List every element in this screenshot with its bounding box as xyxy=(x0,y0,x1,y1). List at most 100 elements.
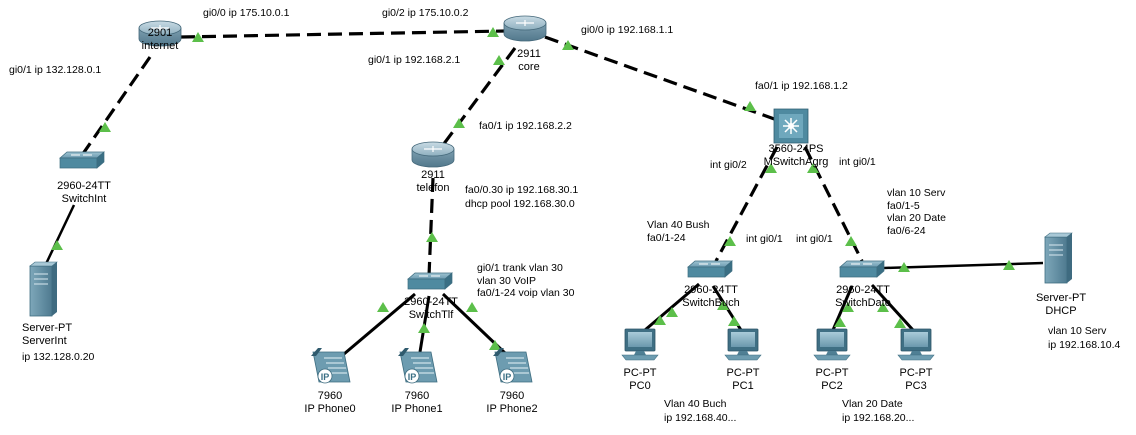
link-up-triangle xyxy=(842,302,854,312)
device-model: 2911 xyxy=(421,169,445,181)
annotation-core-gi02: gi0/2 ip 175.10.0.2 xyxy=(382,7,469,19)
ip-phone-icon[interactable] xyxy=(398,348,438,384)
annotation-switchbuch-vlan: Vlan 40 Bush fa0/1-24 xyxy=(647,219,709,244)
link-swint-srvint[interactable] xyxy=(43,204,76,267)
ip-phone-icon[interactable] xyxy=(493,348,533,384)
link-up-triangle xyxy=(717,300,729,310)
link-internet-core[interactable] xyxy=(180,29,506,39)
pc-icon[interactable] xyxy=(724,328,762,361)
device-label-ipphone2[interactable]: 7960 IP Phone2 xyxy=(482,390,542,416)
device-label-dhcp[interactable]: Server-PT DHCP xyxy=(1026,292,1096,318)
link-up-triangle xyxy=(654,315,666,325)
config-line: gi0/1 trank vlan 30 xyxy=(477,262,563,274)
link-swdate-dhcp[interactable] xyxy=(883,261,1044,270)
pc-icon[interactable] xyxy=(621,328,659,361)
link-up-triangle xyxy=(453,118,465,128)
ip-phone-icon[interactable] xyxy=(311,348,351,384)
pc-icon[interactable] xyxy=(813,328,851,361)
server-icon[interactable] xyxy=(1044,232,1073,284)
device-label-serverint[interactable]: Server-PT ServerInt xyxy=(22,322,72,348)
device-label-ipphone0[interactable]: 7960 IP Phone0 xyxy=(300,390,360,416)
device-model: PC-PT xyxy=(623,367,657,379)
device-label-telefon[interactable]: 2911 telefon xyxy=(408,169,458,195)
link-up-triangle xyxy=(99,122,111,132)
link-up-triangle xyxy=(493,55,505,65)
link-up-triangle xyxy=(765,163,777,173)
annotation-serverint-ip: ip 132.128.0.20 xyxy=(22,351,95,363)
link-up-triangle xyxy=(489,340,501,350)
link-swtlf-phone0[interactable] xyxy=(343,292,416,356)
router-icon[interactable] xyxy=(503,15,547,42)
config-line: vlan 10 Serv xyxy=(887,187,946,199)
link-up-triangle xyxy=(418,323,430,333)
link-up-triangle xyxy=(845,236,857,246)
device-name: core xyxy=(518,61,540,73)
link-up-triangle xyxy=(834,317,846,327)
device-name: PC3 xyxy=(905,380,927,392)
config-line: fa0/6-24 xyxy=(887,224,926,237)
device-label-mswitchagrg[interactable]: 3560-24PS MSwitchAgrg xyxy=(751,143,841,169)
link-core-msw[interactable] xyxy=(544,35,781,123)
link-up-triangle xyxy=(898,262,910,272)
link-swdate-pc3[interactable] xyxy=(870,283,915,332)
link-msw-swbuch[interactable] xyxy=(714,146,779,262)
device-model: 7960 xyxy=(499,390,525,402)
ip-badge: IP xyxy=(503,372,512,382)
device-label-core[interactable]: 2911 core xyxy=(504,48,554,74)
device-label-switchint[interactable]: 2960-24TT SwitchInt xyxy=(44,180,124,206)
switch-icon[interactable] xyxy=(687,260,733,278)
device-label-ipphone1[interactable]: 7960 IP Phone1 xyxy=(387,390,447,416)
device-label-internet[interactable]: 2901 internet xyxy=(135,27,185,53)
link-telefon-swtlf[interactable] xyxy=(427,177,435,277)
config-line: fa0/1-5 xyxy=(887,199,920,212)
annotation-switchdate-int: int gi0/1 xyxy=(796,233,833,245)
device-model: PC-PT xyxy=(899,367,933,379)
links xyxy=(43,29,1044,356)
switch-icon[interactable] xyxy=(839,260,885,278)
link-up-triangle xyxy=(877,302,889,312)
config-line: fa0/1-24 xyxy=(647,231,686,244)
switch-icon[interactable] xyxy=(59,151,105,169)
device-model: 2960-24TT xyxy=(684,284,738,296)
device-label-pc0[interactable]: PC-PT PC0 xyxy=(618,367,662,393)
device-label-pc2[interactable]: PC-PT PC2 xyxy=(810,367,854,393)
router-icon[interactable] xyxy=(138,20,182,47)
annotation-switchtlf-config: gi0/1 trank vlan 30 vlan 30 VoIP fa0/1-2… xyxy=(477,262,574,300)
annotation-msw-fa01: fa0/1 ip 192.168.1.2 xyxy=(755,80,848,92)
device-name: internet xyxy=(141,40,179,52)
router-icon[interactable] xyxy=(411,141,455,168)
device-label-switchtlf[interactable]: 2960-24TT SwitchTlf xyxy=(391,296,471,322)
annotation-switchdate-vlans: vlan 10 Serv fa0/1-5 vlan 20 Date fa0/6-… xyxy=(887,187,946,237)
device-name: DHCP xyxy=(1045,305,1077,317)
device-model: 2960-24TT xyxy=(404,296,458,308)
link-up-triangle xyxy=(1003,260,1015,270)
annotation-switchbuch-int: int gi0/1 xyxy=(746,233,783,245)
link-up-triangle xyxy=(51,240,63,250)
device-label-pc3[interactable]: PC-PT PC3 xyxy=(894,367,938,393)
pc-icon[interactable] xyxy=(897,328,935,361)
annotation-msw-int-gi02: int gi0/2 xyxy=(710,159,747,171)
annotation-pc-date-vlan: Vlan 20 Date xyxy=(842,398,903,410)
device-name: PC1 xyxy=(732,380,754,392)
annotation-dhcp-ip: ip 192.168.10.4 xyxy=(1048,339,1121,351)
device-model: Server-PT xyxy=(22,322,73,334)
annotation-pc-date-ip: ip 192.168.20... xyxy=(842,412,915,424)
annotation-pc-buch-ip: ip 192.168.40... xyxy=(664,412,737,424)
device-name: ServerInt xyxy=(22,335,67,347)
device-model: PC-PT xyxy=(815,367,849,379)
link-swdate-pc2[interactable] xyxy=(831,285,854,331)
annotation-internet-gi00: gi0/0 ip 175.10.0.1 xyxy=(203,7,290,19)
switch-icon[interactable] xyxy=(407,272,453,290)
server-icon[interactable] xyxy=(29,261,58,317)
annotation-core-gi01: gi0/1 ip 192.168.2.1 xyxy=(368,54,461,66)
device-label-pc1[interactable]: PC-PT PC1 xyxy=(721,367,765,393)
device-model: 2960-24TT xyxy=(57,180,111,192)
annotation-core-gi00: gi0/0 ip 192.168.1.1 xyxy=(581,24,674,36)
multilayer-switch-icon[interactable] xyxy=(773,108,809,144)
annotation-pc-buch-vlan: Vlan 40 Buch xyxy=(664,398,727,410)
device-label-switchdate[interactable]: 2960-24TT SwitchDate xyxy=(823,284,903,310)
device-model: Server-PT xyxy=(1035,292,1087,304)
device-label-switchbuch[interactable]: 2960-24TT SwitchBuch xyxy=(671,284,751,310)
device-model: 7960 xyxy=(317,390,343,402)
